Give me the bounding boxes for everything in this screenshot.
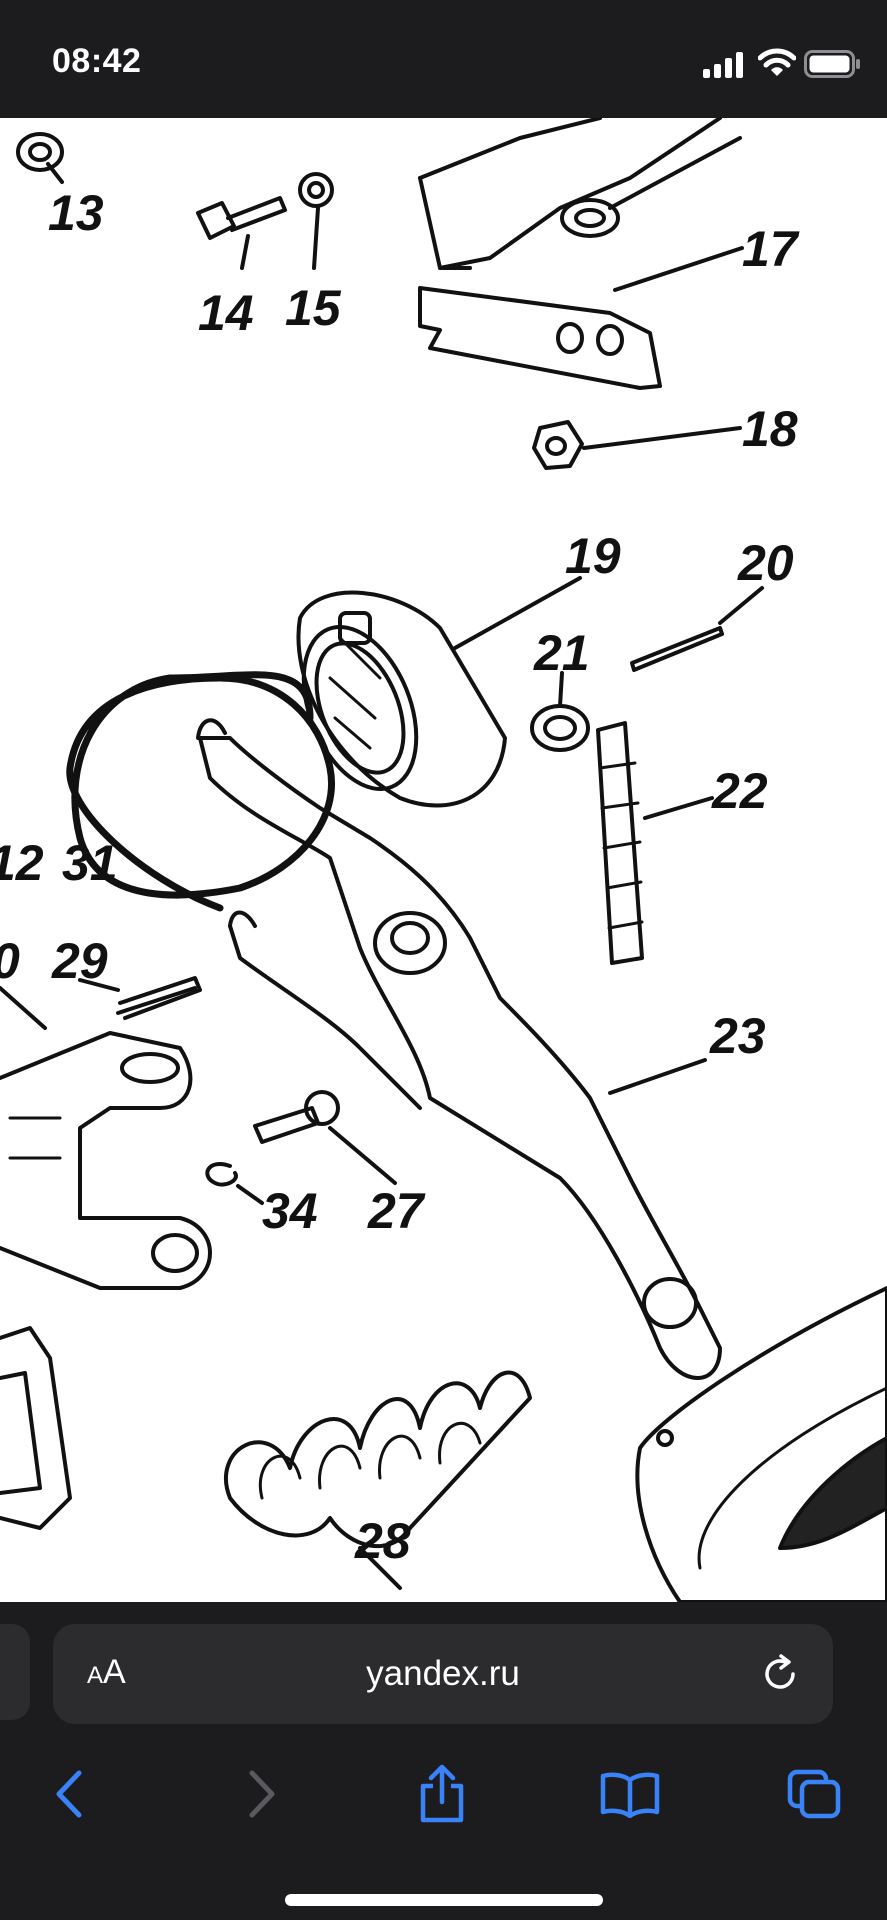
left-lower-bracket: [0, 1326, 72, 1530]
part-23-lever: [196, 718, 722, 1380]
wifi-icon: [758, 48, 796, 76]
part-label-34: 34: [262, 1183, 318, 1239]
url-text[interactable]: yandex.ru: [366, 1654, 520, 1693]
part-label-29: 29: [51, 933, 108, 989]
part-34-clip: [205, 1162, 264, 1205]
part-label-12: 12: [0, 835, 44, 891]
part-13-washer: [16, 132, 64, 184]
forward-icon: [249, 1770, 275, 1818]
part-22-rod: [596, 721, 714, 965]
share-button[interactable]: [402, 1754, 482, 1834]
bookmarks-button[interactable]: [590, 1754, 670, 1834]
part-28-spring: [223, 1370, 532, 1590]
part-15-washer: [298, 172, 334, 270]
navigation-row: [0, 1754, 887, 1834]
part-label-10: 0: [0, 933, 20, 989]
part-27-screw: [253, 1090, 397, 1185]
battery-icon: [804, 50, 860, 78]
part-label-20: 20: [737, 535, 794, 591]
signal-icon: [703, 52, 743, 78]
part-21-ring: [530, 671, 590, 752]
part-17-plate: [418, 246, 744, 390]
part-14-bolt: [196, 196, 287, 270]
left-bracket: [0, 986, 212, 1290]
status-bar: 08:42: [0, 0, 887, 118]
part-19-collar: [296, 576, 582, 808]
part-label-13: 13: [48, 185, 104, 241]
part-label-14: 14: [198, 285, 254, 341]
tabs-button[interactable]: [774, 1754, 854, 1834]
web-content[interactable]: 13 14 15 17 18 19 20 21 22 23 12 31 29 0…: [0, 118, 887, 1602]
part-label-19: 19: [565, 528, 621, 584]
part-label-27: 27: [367, 1183, 426, 1239]
back-button[interactable]: [30, 1754, 110, 1834]
status-time: 08:42: [52, 42, 142, 80]
part-label-28: 28: [354, 1513, 411, 1569]
bottom-right-plate: [635, 1286, 887, 1602]
part-29-pin: [78, 976, 202, 1020]
share-icon: [420, 1764, 464, 1823]
home-indicator[interactable]: [285, 1894, 603, 1906]
browser-toolbar: AA yandex.ru: [0, 1602, 887, 1920]
address-bar[interactable]: AA yandex.ru: [53, 1624, 833, 1724]
part-label-17: 17: [742, 221, 800, 277]
top-bracket: [418, 118, 742, 270]
reload-icon[interactable]: [759, 1652, 803, 1696]
pen-circle-annotation: [66, 671, 335, 912]
bookmarks-icon: [600, 1772, 660, 1818]
forward-button[interactable]: [221, 1754, 301, 1834]
part-label-31: 31: [62, 835, 118, 891]
part-label-18: 18: [742, 401, 798, 457]
part-20-pin: [630, 586, 764, 672]
previous-tab-preview[interactable]: [0, 1624, 30, 1720]
tabs-icon: [787, 1769, 841, 1819]
reader-options-button[interactable]: AA: [87, 1653, 126, 1691]
back-icon: [56, 1770, 82, 1818]
part-18-nut: [532, 420, 742, 470]
part-label-22: 22: [711, 763, 768, 819]
parts-diagram: 13 14 15 17 18 19 20 21 22 23 12 31 29 0…: [0, 118, 887, 1602]
part-label-23: 23: [709, 1008, 766, 1064]
part-label-21: 21: [533, 625, 590, 681]
part-label-15: 15: [285, 280, 342, 336]
